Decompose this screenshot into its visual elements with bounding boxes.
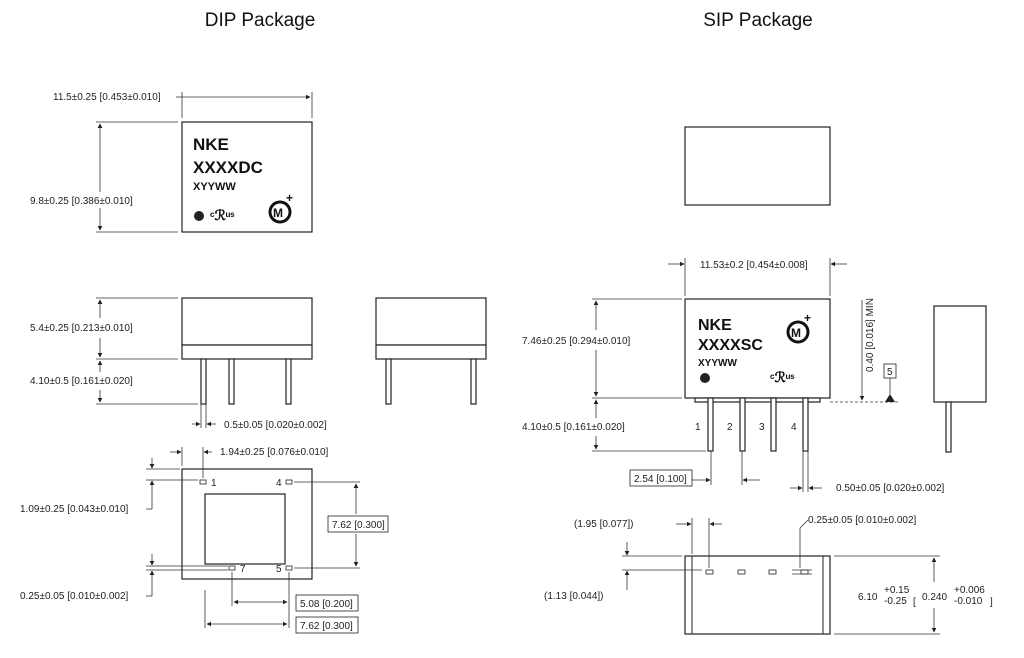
sip-offset-dim: (1.95 [0.077]) — [574, 519, 633, 530]
pin1-dot-icon — [194, 211, 204, 221]
sip-pin-label-2: 2 — [727, 422, 733, 433]
bracket-open-icon: [ — [913, 597, 916, 608]
sip-mark-line1: NKE — [698, 317, 732, 334]
sip-height-mm: 6.10 — [858, 592, 878, 603]
sip-height-mm-plus: +0.15 — [884, 585, 910, 596]
sip-pin-label-3: 3 — [759, 422, 765, 433]
sip-standoff-dim: 0.40 [0.016] MIN — [865, 298, 876, 372]
dip-mark-line3: XYYWW — [193, 181, 236, 193]
sip-mark-line3: XYYWW — [698, 358, 737, 369]
dip-pad-size-dim: 0.25±0.05 [0.010±0.002] — [20, 591, 129, 602]
dip-pin-label-7: 7 — [240, 564, 246, 575]
svg-text:+: + — [286, 191, 293, 205]
dip-pitch-v-dim: 7.62 [0.300] — [332, 520, 385, 531]
sip-edge-dim: (1.13 [0.044]) — [544, 591, 603, 602]
sip-pitch-dim: 2.54 [0.100] — [634, 474, 687, 485]
dip-body-height-dim: 5.4±0.25 [0.213±0.010] — [30, 323, 133, 334]
bracket-close-icon: ] — [990, 597, 993, 608]
dip-edge-dim: 1.09±0.25 [0.043±0.010] — [20, 504, 129, 515]
sip-cm-logo-icon: M + — [786, 311, 811, 344]
sip-bottom-view: (1.95 [0.077]) 0.25±0.05 [0.010±0.002] (… — [544, 515, 993, 635]
dip-mark-line2: XXXXDC — [193, 158, 263, 177]
sip-top-view — [684, 126, 831, 206]
sip-height-in: 0.240 — [922, 592, 947, 603]
cm-logo-icon: M + — [268, 191, 293, 224]
sip-pin-length-dim: 4.10±0.5 [0.161±0.020] — [522, 422, 625, 433]
sip-title: SIP Package — [703, 10, 813, 31]
sip-width-dim: 11.53±0.2 [0.454±0.008] — [700, 260, 808, 271]
sip-front-view: 11.53±0.2 [0.454±0.008] 7.46±0.25 [0.294… — [522, 258, 945, 494]
dip-pin-label-4: 4 — [276, 478, 282, 489]
datum-triangle-icon — [885, 394, 895, 402]
sip-side-view — [933, 305, 987, 453]
ul-logo-icon: ᶜℛᵘˢ — [210, 207, 235, 223]
dip-bottom-view: 1 4 7 5 1.94±0.25 [0.076±0.010] 1.09±0.2… — [20, 447, 389, 634]
dip-mark-line1: NKE — [193, 135, 229, 154]
sip-ul-logo-icon: ᶜℛᵘˢ — [770, 369, 795, 385]
sip-pin-dia-dim: 0.50±0.05 [0.020±0.002] — [836, 483, 945, 494]
sip-mark-line2: XXXXSC — [698, 337, 763, 354]
sip-pin-label-4: 4 — [791, 422, 797, 433]
dip-pitch-h1-dim: 5.08 [0.200] — [300, 599, 353, 610]
dip-pin-length-dim: 4.10±0.5 [0.161±0.020] — [30, 376, 133, 387]
sip-height-in-minus: -0.010 — [954, 596, 983, 607]
dip-side-view: 5.4±0.25 [0.213±0.010] 4.10±0.5 [0.161±0… — [30, 297, 487, 431]
dip-pin-label-5: 5 — [276, 564, 282, 575]
dip-pad-offset-dim: 1.94±0.25 [0.076±0.010] — [220, 447, 329, 458]
sip-height-dim: 7.46±0.25 [0.294±0.010] — [522, 336, 631, 347]
sip-pin-label-1: 1 — [695, 422, 701, 433]
sip-pad-size-dim: 0.25±0.05 [0.010±0.002] — [808, 515, 917, 526]
dip-pin-label-1: 1 — [211, 478, 217, 489]
dip-height-dim: 9.8±0.25 [0.386±0.010] — [30, 196, 133, 207]
svg-text:M: M — [273, 206, 283, 220]
svg-text:M: M — [791, 326, 801, 340]
dip-pin-dia-dim: 0.5±0.05 [0.020±0.002] — [224, 420, 327, 431]
sip-pin1-dot-icon — [700, 373, 710, 383]
dip-width-dim: 11.5±0.25 [0.453±0.010] — [53, 92, 161, 103]
dip-title: DIP Package — [205, 10, 316, 31]
sip-ref-label: 5 — [887, 367, 893, 378]
sip-height-mm-minus: -0.25 — [884, 596, 907, 607]
dip-top-view: 11.5±0.25 [0.453±0.010] 9.8±0.25 [0.386±… — [30, 92, 313, 233]
svg-text:+: + — [804, 311, 811, 325]
dip-pitch-h2-dim: 7.62 [0.300] — [300, 621, 353, 632]
sip-height-in-plus: +0.006 — [954, 585, 985, 596]
